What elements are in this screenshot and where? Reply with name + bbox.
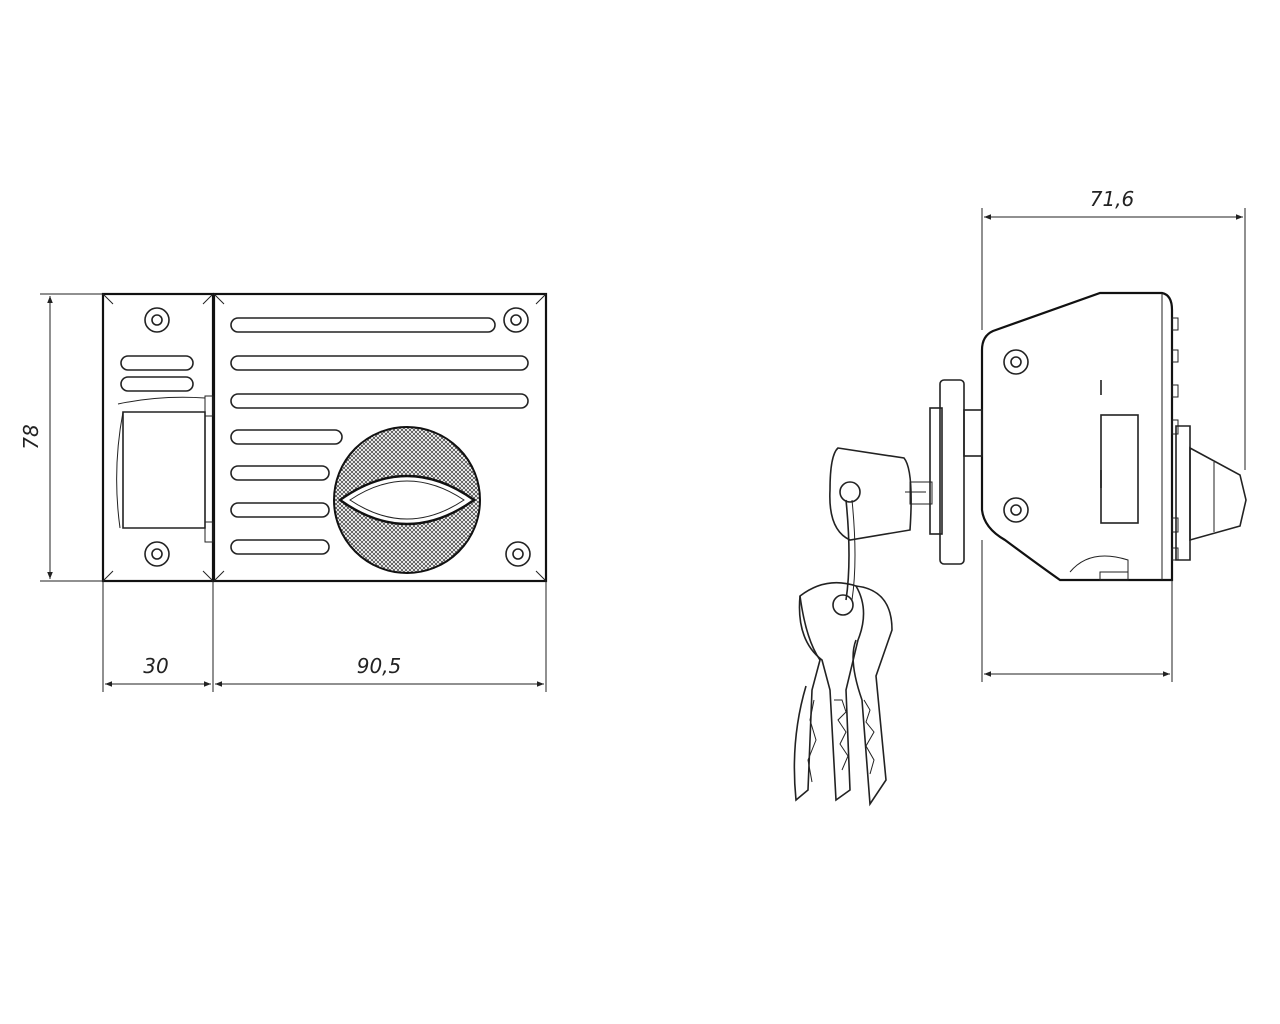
- vent-slots: [230, 317, 529, 555]
- dimension-depth: 71,6: [981, 187, 1246, 470]
- lock-body-plate: [212, 292, 548, 583]
- vent-slot: [120, 355, 194, 371]
- key-ring: [845, 499, 850, 601]
- screw-top-right: [503, 307, 529, 333]
- screw-bottom-right: [505, 541, 531, 567]
- edge-rivets: [1171, 317, 1179, 561]
- screw-top-left: [144, 307, 170, 333]
- dimension-height: 78: [19, 293, 103, 582]
- screw-bottom-left: [144, 541, 170, 567]
- turn-knob: [333, 426, 481, 574]
- screw-side-bottom: [1003, 497, 1029, 523]
- dimension-widths: 30 90,5: [102, 581, 547, 692]
- screw-side-top: [1003, 349, 1029, 375]
- front-view: 78 30 90,5: [19, 292, 548, 692]
- dimension-label-height: 78: [19, 424, 43, 449]
- dimension-label-bolt-width: 30: [143, 654, 168, 678]
- bottom-extent-line: [981, 540, 1173, 682]
- side-view: 71,6: [793, 187, 1247, 807]
- key-bunch: [793, 581, 893, 807]
- key-in-lock: [829, 447, 933, 541]
- cylinder-rose: [929, 379, 983, 565]
- bolt-window: [1100, 414, 1139, 524]
- vent-slot: [120, 376, 194, 392]
- inner-knob: [1175, 425, 1247, 561]
- bolt: [116, 395, 214, 543]
- dimension-label-body-width: 90,5: [357, 654, 402, 678]
- dimension-label-depth: 71,6: [1090, 187, 1135, 211]
- lock-housing: [980, 291, 1174, 582]
